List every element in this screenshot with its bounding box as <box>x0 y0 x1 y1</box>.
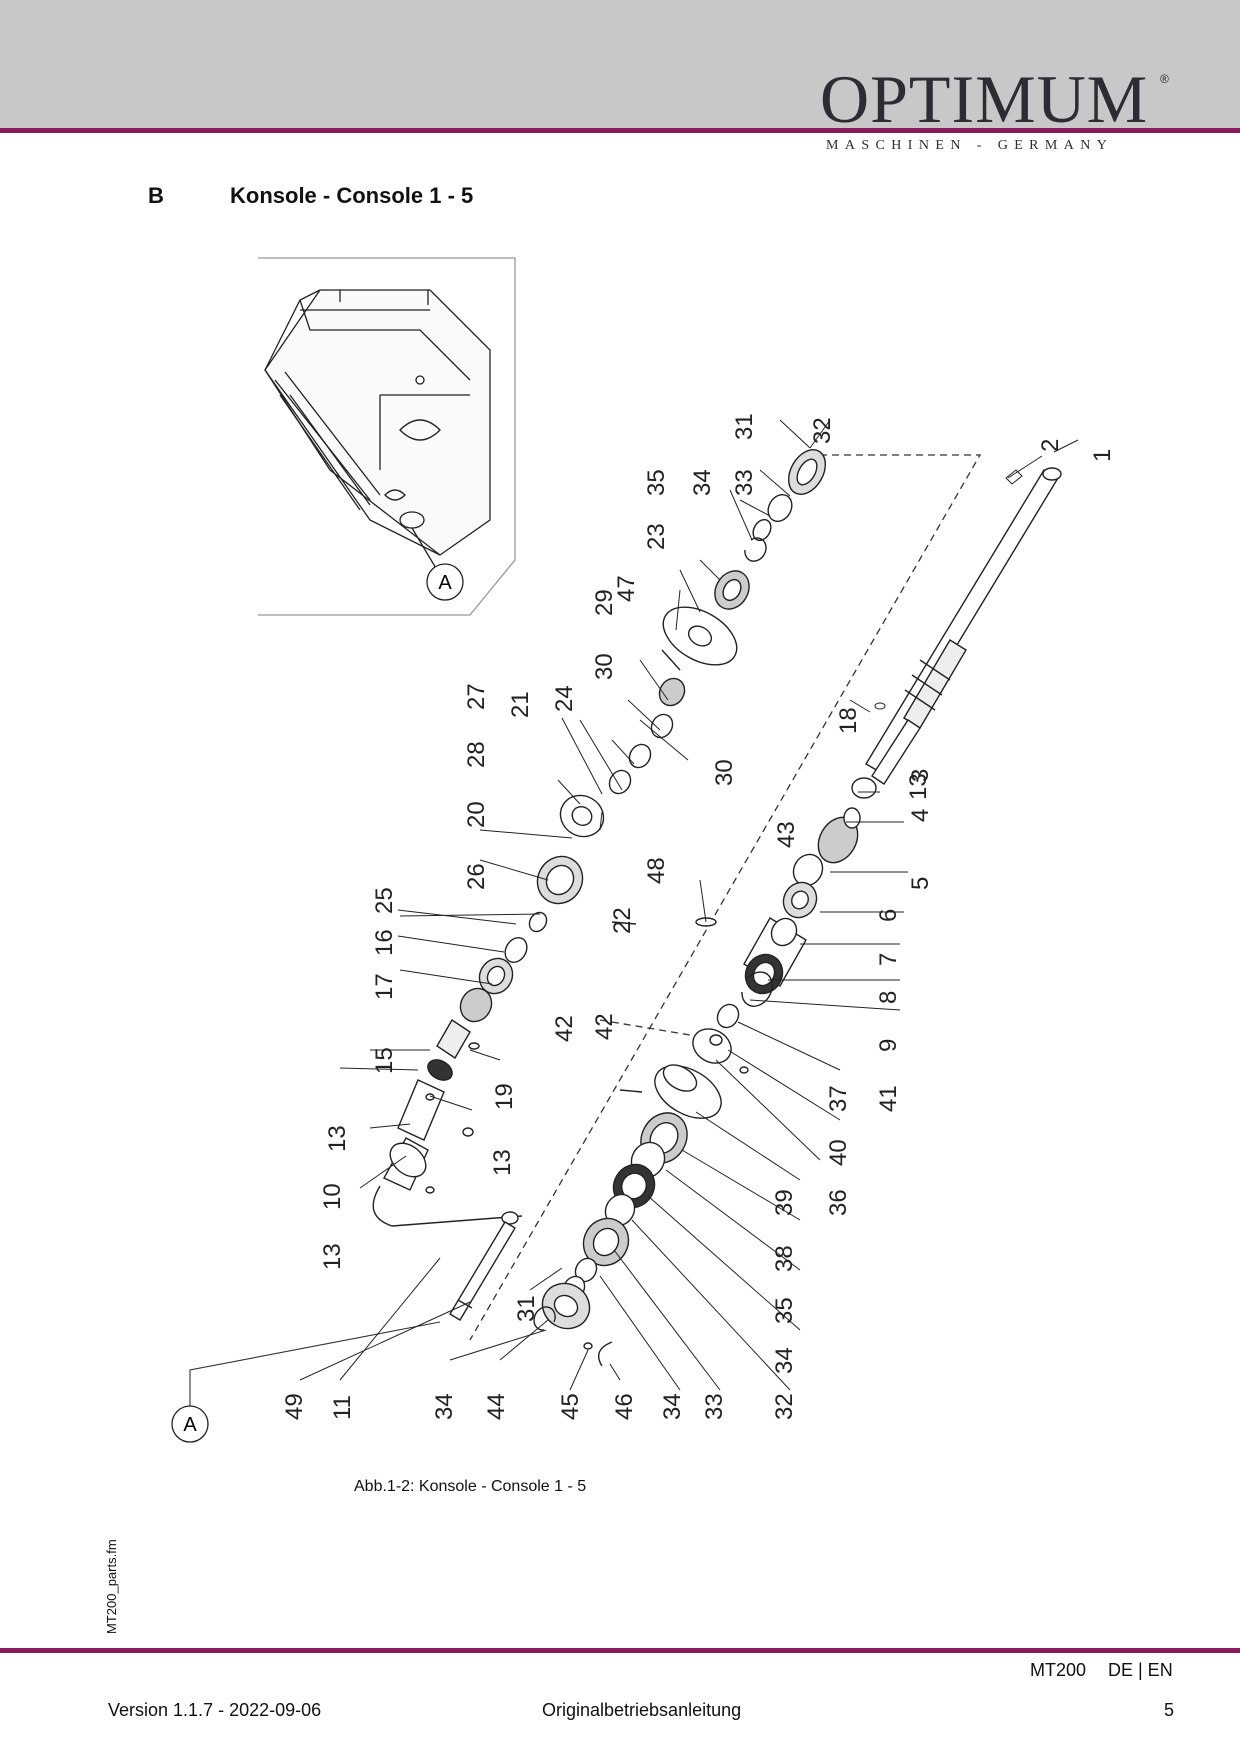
callout-19: 19 <box>491 1083 518 1110</box>
callout-49: 49 <box>281 1393 308 1420</box>
callout-11: 11 <box>329 1395 356 1420</box>
callout-42a: 42 <box>551 1015 578 1042</box>
callout-17: 17 <box>371 973 398 1000</box>
callout-13b: 13 <box>319 1243 346 1270</box>
footer-rule <box>0 1648 1240 1653</box>
callout-36: 36 <box>825 1189 852 1216</box>
callout-34b: 34 <box>771 1347 798 1374</box>
header-rule <box>0 128 1240 133</box>
callout-24: 24 <box>551 685 578 712</box>
callout-44: 44 <box>483 1393 510 1420</box>
callout-37: 37 <box>825 1085 852 1112</box>
section-title: Konsole - Console 1 - 5 <box>230 183 474 208</box>
callout-26: 26 <box>463 863 490 890</box>
detail-marker-label: A <box>438 572 452 594</box>
callout-5: 5 <box>907 877 934 890</box>
detail-marker-bottom: A <box>171 1405 209 1443</box>
callout-8: 8 <box>875 991 902 1004</box>
callout-47: 47 <box>613 575 640 602</box>
callout-41: 41 <box>875 1085 902 1112</box>
figure-caption: Abb.1-2: Konsole - Console 1 - 5 <box>354 1478 587 1495</box>
callout-31b: 31 <box>513 1295 540 1322</box>
callout-13a: 13 <box>324 1125 351 1152</box>
callout-27: 27 <box>463 683 490 710</box>
callout-46: 46 <box>611 1393 638 1420</box>
brand-logo: OPTIMUM <box>820 61 1149 137</box>
callout-48: 48 <box>643 857 670 884</box>
spindle-shaft <box>865 467 1062 785</box>
callout-43: 43 <box>773 821 800 848</box>
callout-4: 4 <box>907 809 934 822</box>
leader-lines <box>299 419 1079 1391</box>
gear-stack-lower <box>533 777 877 1367</box>
source-file-label: MT200_parts.fm <box>104 1539 119 1634</box>
callout-45: 45 <box>557 1393 584 1420</box>
exploded-view-drawing: A A <box>171 257 1116 1443</box>
gear-stack-right <box>372 449 827 1321</box>
callout-42b: 42 <box>591 1013 618 1040</box>
callout-7: 7 <box>875 953 902 966</box>
section-letter: B <box>148 183 164 208</box>
callout-34a: 34 <box>689 469 716 496</box>
callout-23: 23 <box>643 523 670 550</box>
callout-38: 38 <box>771 1245 798 1272</box>
overview-inset <box>258 257 516 616</box>
callout-9: 9 <box>875 1039 902 1052</box>
callout-25: 25 <box>371 887 398 914</box>
footer-version: Version 1.1.7 - 2022-09-06 <box>108 1700 322 1720</box>
callout-18: 18 <box>835 707 862 734</box>
callout-31a: 31 <box>731 413 758 440</box>
page-number: 5 <box>1164 1700 1175 1720</box>
callout-34d: 34 <box>431 1393 458 1420</box>
callout-6: 6 <box>875 909 902 922</box>
callout-35b: 35 <box>771 1297 798 1324</box>
callout-40: 40 <box>825 1139 852 1166</box>
callout-1: 1 <box>1089 449 1116 462</box>
callout-32b: 32 <box>771 1393 798 1420</box>
callout-10: 10 <box>319 1183 346 1210</box>
footer-model: MT200 <box>1030 1660 1087 1680</box>
callout-30b: 30 <box>711 759 738 786</box>
footer-languages: DE | EN <box>1108 1660 1173 1680</box>
callout-34c: 34 <box>659 1393 686 1420</box>
detail-marker-label-bottom: A <box>183 1414 197 1436</box>
detail-marker-inset: A <box>426 563 464 601</box>
callout-39: 39 <box>771 1189 798 1216</box>
callout-16: 16 <box>371 929 398 956</box>
callout-20: 20 <box>463 801 490 828</box>
brand-subtitle: MASCHINEN - GERMANY <box>826 138 1114 153</box>
footer-document-type: Originalbetriebsanleitung <box>542 1700 742 1720</box>
callout-32a: 32 <box>809 417 836 444</box>
callout-2: 2 <box>1037 439 1064 452</box>
callout-30a: 30 <box>591 653 618 680</box>
callout-13c: 13 <box>489 1149 516 1176</box>
callout-15: 15 <box>371 1047 398 1074</box>
callout-29: 29 <box>591 589 618 616</box>
callout-22: 22 <box>609 907 636 934</box>
callout-28: 28 <box>463 741 490 768</box>
callout-35a: 35 <box>643 469 670 496</box>
header-band <box>0 0 1240 128</box>
callout-33b: 33 <box>701 1393 728 1420</box>
callout-3: 3 <box>907 769 934 782</box>
callout-33a: 33 <box>731 469 758 496</box>
callout-13d: 13 <box>905 773 932 800</box>
callout-numbers: 1 2 3 4 5 6 7 8 9 10 11 13 13 13 13 15 1… <box>281 413 1116 1420</box>
callout-21: 21 <box>507 691 534 718</box>
registered-mark: ® <box>1160 72 1169 86</box>
key-part <box>1005 469 1023 485</box>
